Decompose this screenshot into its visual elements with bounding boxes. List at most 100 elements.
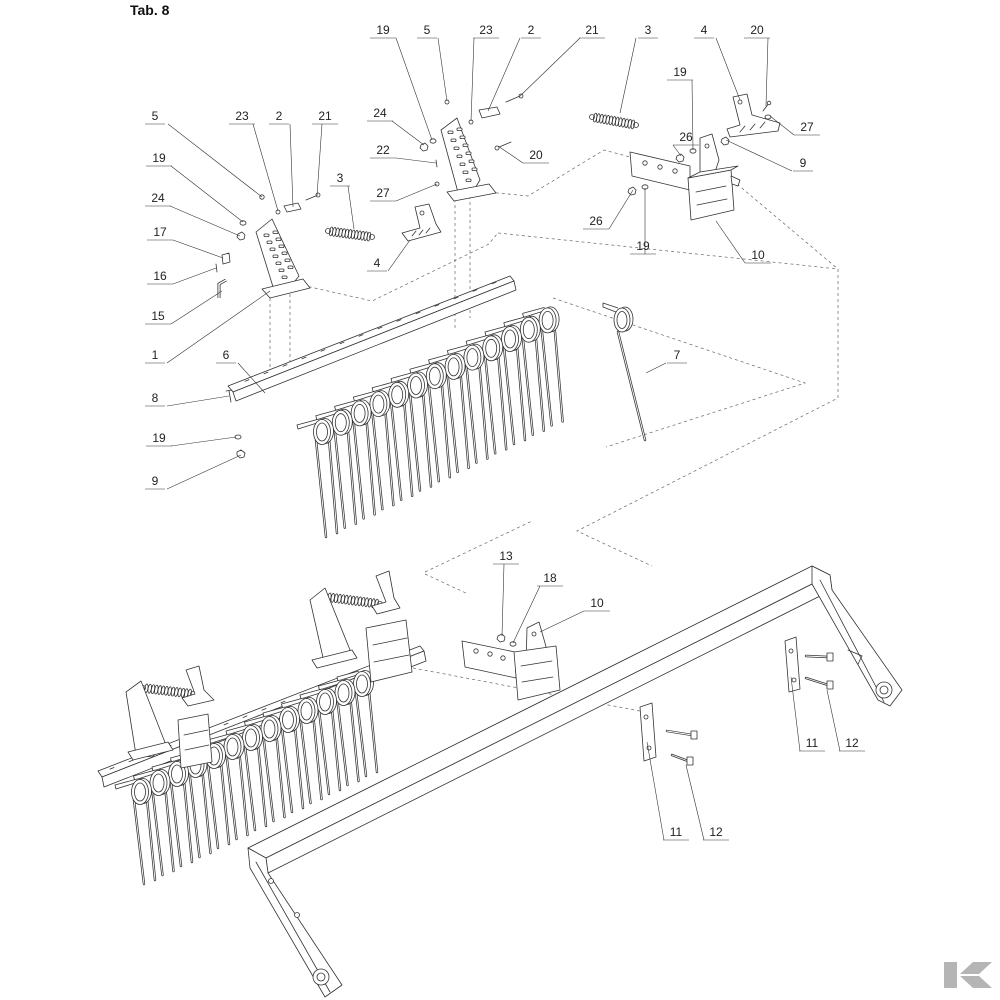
callout-leader [166,454,242,490]
callout-leader [470,37,475,122]
callout-17: 17 [153,225,167,239]
callout-8: 8 [152,391,159,405]
coil-tine-lower [262,706,305,814]
coil-tine [390,371,433,492]
callout-leader [691,79,694,151]
callout-leader [608,189,634,230]
frame-right-leg [811,565,903,707]
callout-leader [501,563,505,637]
coil-tine [465,334,508,455]
coil-tine [447,343,489,464]
nut-part-26-upper [675,153,685,163]
callout-leader [166,290,271,364]
callout-19: 19 [152,151,166,165]
callout-leader [518,37,581,98]
callout-leader [387,239,411,272]
callout-leader [316,123,323,197]
callout-leader [252,123,279,212]
callout-leader [619,37,637,114]
screw-part-8 [225,389,233,403]
callout-3: 3 [337,171,344,185]
bracket-foot [261,278,311,299]
bolt-part-20-right [762,100,772,112]
pin-part-2-right [478,106,501,119]
callout-4: 4 [374,256,381,270]
bracket-foot-right [446,183,497,202]
left-leg-hole [312,968,330,986]
coil-tine-lower [281,697,323,805]
callout-leader [685,764,705,841]
callout-leader [725,139,793,172]
nut-part-9 [720,136,730,146]
callout-16: 16 [153,269,167,283]
spare-tine-part-7 [602,302,647,442]
callout-leader [715,220,746,264]
callout-leader [487,37,521,112]
callout-26: 26 [589,214,603,228]
coil-tine-lower [299,688,342,796]
callout-leader [395,183,438,202]
upper-left-bracket-assembly [215,192,442,299]
callout-leader [539,610,585,633]
callout-leader [765,37,769,107]
lower-right-bracket-plate [309,587,351,663]
callout-21: 21 [318,109,332,123]
callout-leader [170,436,237,447]
pin-part-22 [435,159,438,168]
coil-tine-lower [244,715,286,823]
callout-leader [395,37,433,141]
washer-part-18 [509,641,517,647]
lever-slots [411,227,431,237]
callout-leader [790,676,801,752]
pin-part-2 [283,202,302,213]
nut-part-9-bar [236,449,246,459]
callout-27: 27 [376,186,390,200]
lower-left-mount [177,713,213,769]
callout-10: 10 [751,248,765,262]
bolt-part-20 [494,141,512,151]
coil-tine-lower [318,679,360,787]
callout-leader [645,362,667,374]
frame-left-leg [247,847,343,998]
callout-6: 6 [223,348,230,362]
kramp-logo [944,962,992,988]
lower-left-lever [181,665,215,707]
callout-leader [391,120,425,146]
upper-right-bracket-assembly [419,93,781,221]
callout-12: 12 [845,736,859,750]
coil-tine-lower [336,670,379,778]
coil-tine [353,390,395,511]
callout-leader [172,239,224,259]
upper-tines-group [296,306,564,539]
washer-part-27-right [764,114,772,120]
nut-part-26-lower [627,186,637,196]
lower-tines-group [114,670,379,886]
lower-brackets [125,570,413,769]
coil-tine [484,325,527,446]
callout-19: 19 [636,239,650,253]
callout-27: 27 [800,120,814,134]
callout-24: 24 [373,106,387,120]
callout-leader [769,115,795,136]
clamp-plate-part-11-left [639,702,657,762]
callout-22: 22 [376,143,390,157]
nut-part-13 [496,633,506,643]
spring-left [325,226,375,242]
callout-11: 11 [670,825,683,839]
callout-leader [170,165,244,223]
callout-9: 9 [152,474,159,488]
bolt-part-12-left [665,729,698,766]
callout-leader [170,290,223,325]
lever-hole [419,210,425,216]
coil-tine [296,418,339,539]
callout-leader [512,585,541,644]
callout-leader [172,267,217,285]
bent-pin-part-15 [217,278,227,298]
washer-part-19-right [429,138,437,144]
right-leg-notch [847,649,863,665]
mount-bracket-part-10 [629,133,741,221]
coil-tine [334,399,376,520]
lower-right-lever [371,570,401,615]
